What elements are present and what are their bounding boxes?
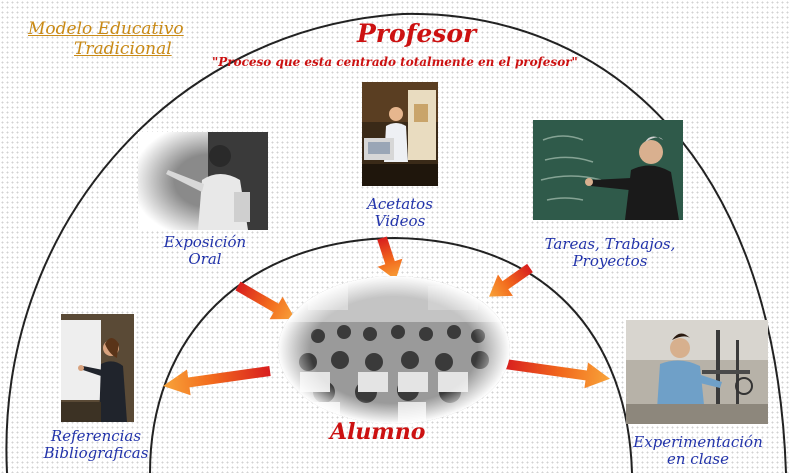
profesor-title: Profesor	[357, 19, 477, 48]
label-acetatos: Acetatos Videos	[367, 195, 433, 231]
photo-exposicion	[138, 132, 268, 230]
arrow-exposicion	[235, 281, 296, 320]
outer-arc	[5, 12, 787, 473]
profesor-subtitle: "Proceso que esta centrado totalmente en…	[212, 55, 578, 69]
label-referencias: Referencias Bibliograficas	[43, 427, 149, 463]
label-exposicion: Exposición Oral	[163, 233, 247, 269]
label-tareas: Tareas, Trabajos, Proyectos	[544, 235, 676, 271]
arrow-tareas	[489, 263, 533, 297]
label-experimentacion: Experimentación en clase	[633, 433, 763, 469]
arrow-referencias	[163, 366, 271, 396]
photo-acetatos	[362, 82, 438, 186]
arrow-experimentacion	[504, 359, 610, 389]
arrow-acetatos	[377, 236, 403, 280]
photo-alumno	[278, 276, 510, 424]
photo-referencias	[61, 314, 134, 422]
model-title: Modelo Educativo Tradicional	[28, 19, 184, 59]
photo-experimentacion	[626, 320, 768, 424]
photo-tareas	[533, 120, 683, 220]
label-alumno: Alumno	[330, 419, 426, 445]
inner-arc	[149, 236, 633, 473]
